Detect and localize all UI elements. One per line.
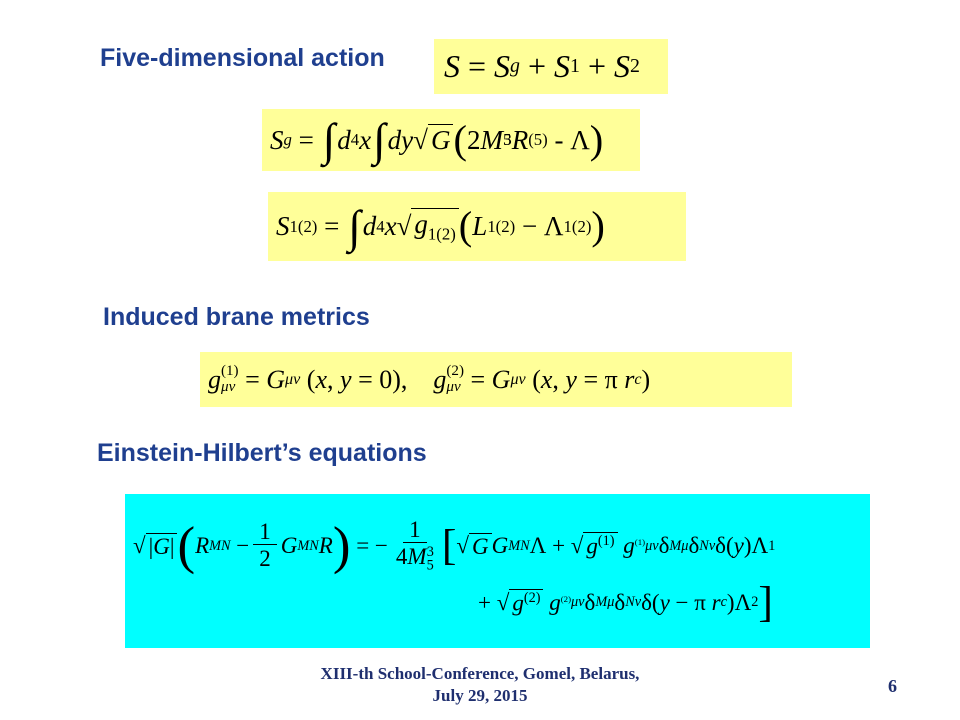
footer-line-2: July 29, 2015 [432, 686, 528, 705]
heading-five-dimensional-action: Five-dimensional action [100, 44, 385, 72]
footer-line-1: XIII-th School-Conference, Gomel, Belaru… [320, 664, 640, 683]
heading-induced-brane-metrics: Induced brane metrics [103, 303, 370, 331]
page-number: 6 [888, 676, 897, 696]
footer-conference: XIII-th School-Conference, Gomel, Belaru… [290, 663, 670, 707]
heading-einstein-hilbert-equations: Einstein-Hilbert’s equations [97, 439, 427, 467]
